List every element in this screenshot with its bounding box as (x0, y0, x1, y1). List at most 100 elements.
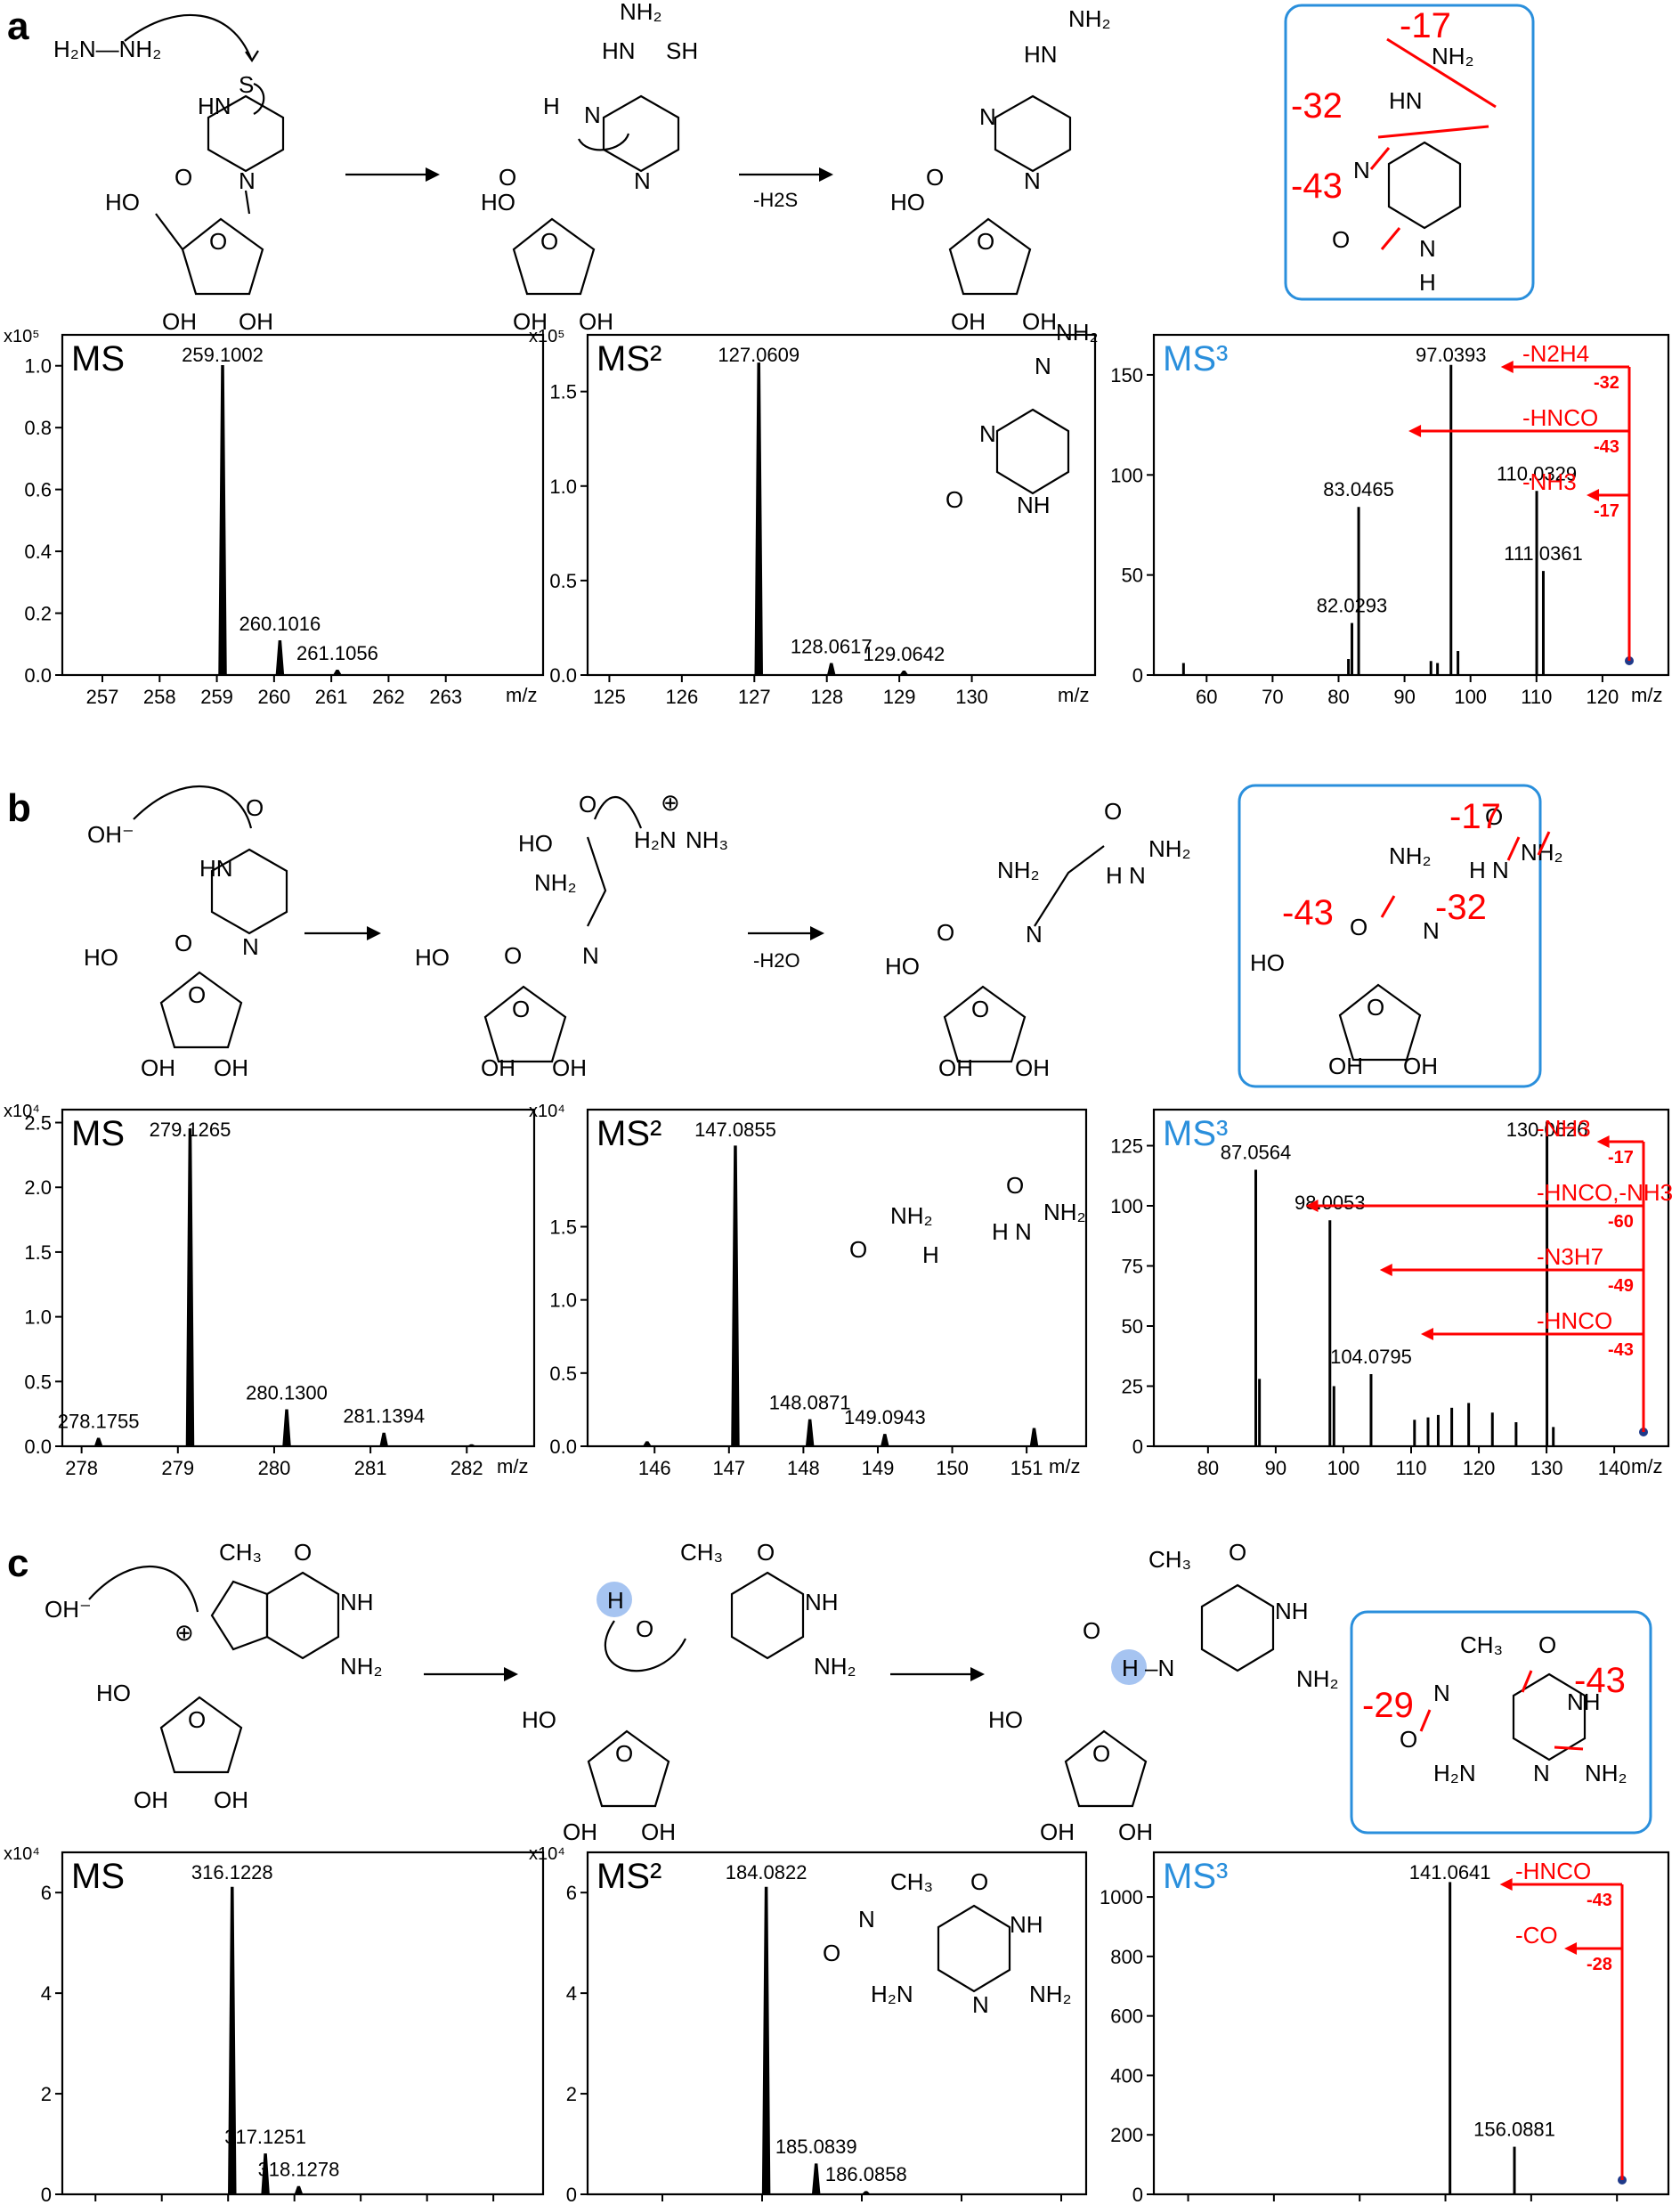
x-tick-label: 260 (257, 686, 290, 708)
x-tick-label: 146 (638, 1457, 671, 1479)
panel-letter-a: a (7, 4, 29, 48)
svg-text:OH: OH (1328, 1053, 1363, 1079)
svg-text:⊕: ⊕ (174, 1619, 194, 1646)
peak-label: 104.0795 (1330, 1346, 1412, 1368)
svg-text:O: O (512, 996, 530, 1022)
peak (332, 670, 343, 676)
x-tick-label: 120 (1587, 686, 1619, 708)
y-multiplier: x10⁴ (529, 1844, 565, 1864)
x-tick-label: 261 (315, 686, 348, 708)
plot-frame (61, 1108, 536, 1448)
x-tick-label: 281 (354, 1457, 387, 1479)
x-tick-label: 90 (1393, 686, 1415, 708)
y-tick-label: 0.0 (24, 664, 52, 687)
svg-text:O: O (1538, 1631, 1556, 1658)
x-tick-label: 130 (955, 686, 988, 708)
x-tick-label: 278 (65, 1457, 98, 1479)
y-multiplier: x10⁴ (4, 1102, 40, 1121)
svg-text:HN: HN (199, 855, 233, 882)
svg-text:HO: HO (96, 1680, 131, 1706)
svg-text:N: N (1533, 1760, 1550, 1786)
x-tick-label: 90 (1265, 1457, 1286, 1479)
box-a-fragment-32: -32 (1291, 86, 1343, 126)
svg-text:O: O (188, 981, 206, 1008)
svg-text:CH₃: CH₃ (1148, 1546, 1191, 1573)
peak-label: 185.0839 (775, 2136, 857, 2158)
x-axis-label: m/z (1631, 684, 1662, 706)
x-axis-label: m/z (506, 684, 537, 706)
peak (185, 1128, 195, 1447)
y-tick-label: 2.5 (24, 1112, 52, 1135)
svg-text:NH₂: NH₂ (814, 1653, 856, 1680)
x-axis-label: m/z (1631, 1455, 1662, 1477)
peak (1029, 1428, 1039, 1447)
svg-text:OH: OH (239, 308, 273, 335)
x-axis-label: m/z (1049, 2203, 1080, 2205)
chart-title: MS³ (1163, 339, 1228, 378)
svg-text:OH: OH (214, 1786, 248, 1813)
svg-text:NH₂: NH₂ (1148, 835, 1191, 862)
x-tick-label: 148 (787, 1457, 820, 1479)
y-tick-label: 4 (41, 1982, 52, 2005)
svg-text:HO: HO (518, 830, 553, 857)
plot-frame (586, 1108, 1088, 1448)
svg-text:O: O (1400, 1726, 1417, 1753)
annotation-arrowhead (1499, 1878, 1513, 1891)
svg-text:N: N (1353, 157, 1370, 183)
svg-text:N: N (979, 103, 996, 130)
y-tick-label: 4 (566, 1982, 577, 2005)
svg-text:O: O (294, 1539, 312, 1566)
x-axis-label: m/z (506, 2203, 537, 2205)
svg-text:OH: OH (1118, 1819, 1153, 1845)
x-tick-label: 258 (143, 686, 176, 708)
plot-frame (61, 333, 545, 677)
peak (754, 362, 764, 676)
annotation-delta: -32 (1594, 373, 1619, 393)
svg-text:O: O (1006, 1172, 1024, 1199)
annotation-delta: -28 (1587, 1955, 1612, 1974)
y-tick-label: 0.0 (549, 664, 577, 687)
svg-text:HN: HN (1389, 87, 1423, 114)
x-tick-label: 129 (883, 686, 916, 708)
x-tick-label: 140 (1598, 1457, 1631, 1479)
x-tick-label: 80 (1197, 1457, 1219, 1479)
svg-text:NH: NH (340, 1589, 374, 1615)
fragmentation-box-b: O NH₂ H N NH₂ O N O HO OH OH -17 -32 -43 (1238, 784, 1563, 1088)
chart-title: MS² (597, 1114, 661, 1153)
svg-text:O: O (540, 228, 558, 255)
svg-text:O: O (188, 1706, 206, 1733)
peak (731, 1145, 740, 1447)
svg-text:CH₃: CH₃ (680, 1539, 723, 1566)
svg-text:O: O (977, 228, 994, 255)
x-tick-label: 282 (450, 1457, 483, 1479)
y-tick-label: 0.0 (24, 1436, 52, 1458)
x-tick-label: 100 (1454, 686, 1487, 708)
x-tick-label: 126 (665, 686, 698, 708)
svg-text:OH: OH (162, 308, 197, 335)
x-tick-label: 130 (1530, 1457, 1563, 1479)
svg-text:O: O (823, 1940, 840, 1966)
svg-text:OH: OH (134, 1786, 168, 1813)
y-tick-label: 0.8 (24, 417, 52, 439)
hydrazine-label: H₂N—NH₂ (53, 36, 161, 62)
y-multiplier: x10⁴ (4, 1844, 40, 1864)
x-axis-label: m/z (1058, 684, 1089, 706)
y-tick-label: 0.5 (549, 1363, 577, 1385)
box-a-fragment-43: -43 (1291, 167, 1343, 206)
peak-label: 279.1265 (150, 1119, 231, 1141)
svg-text:N: N (1024, 167, 1041, 194)
svg-text:O: O (1104, 798, 1122, 825)
peak-label: 127.0609 (718, 344, 799, 366)
svg-text:⊕: ⊕ (661, 789, 680, 816)
svg-text:O: O (615, 1740, 633, 1767)
panel-letter-b: b (7, 786, 31, 830)
y-tick-label: 0 (566, 2184, 577, 2205)
plot-frame (1152, 333, 1670, 677)
structure-a-intermediate: NH₂ HN SH H N O N O HO OH OH (481, 0, 698, 335)
svg-text:OH: OH (579, 308, 613, 335)
svg-text:OH: OH (641, 1819, 676, 1845)
svg-text:O: O (1332, 226, 1350, 253)
inset-structure-b-ms2: O NH₂ H N NH₂ O H (849, 1172, 1086, 1268)
